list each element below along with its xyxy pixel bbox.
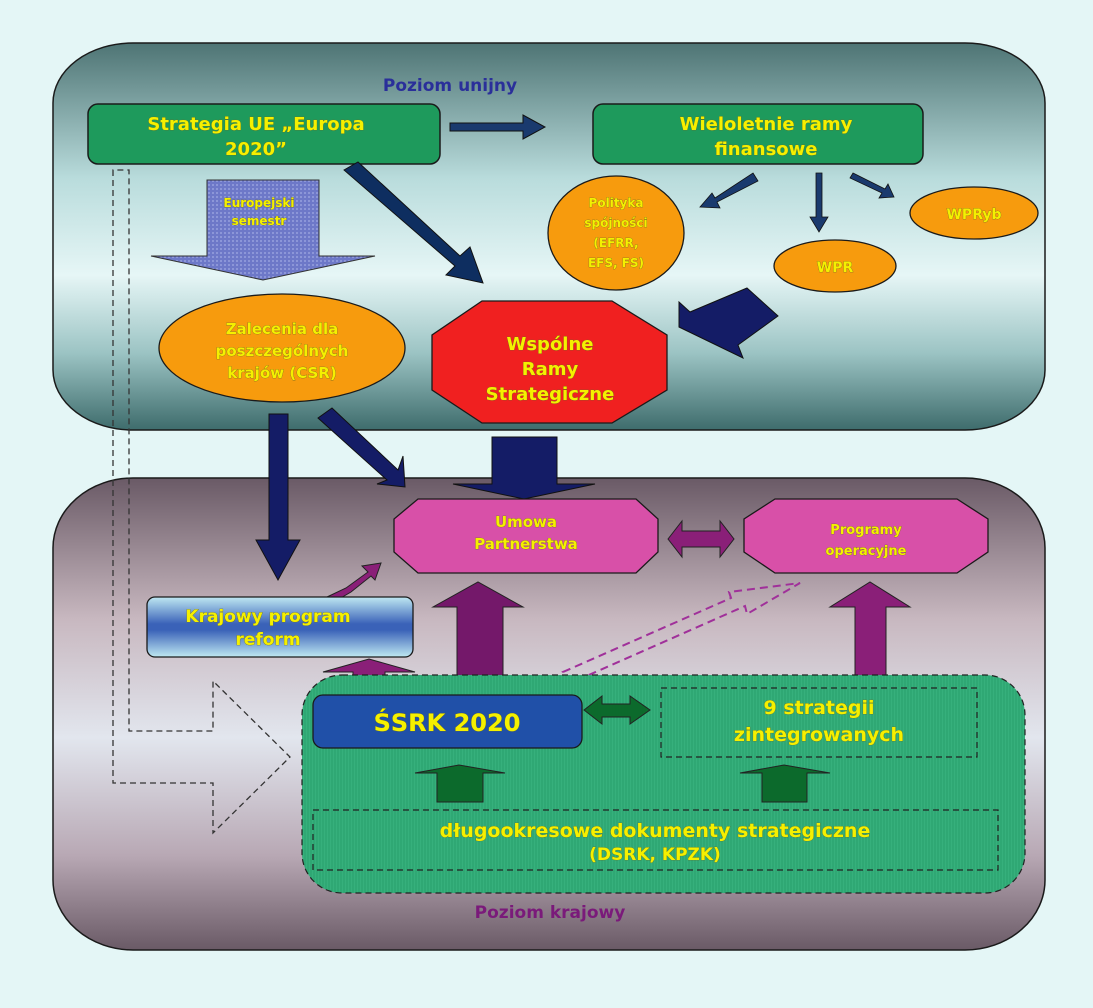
svg-text:Strategia UE „Europa: Strategia UE „Europa xyxy=(147,114,364,135)
arrow-wieloletnie-to-wpryb xyxy=(849,172,895,199)
wpryb-label: WPRyb xyxy=(946,207,1001,223)
krajowy-label-1: Krajowy program xyxy=(185,607,350,627)
svg-text:2020”: 2020” xyxy=(225,139,287,160)
arrow-umowa-programy-bidirectional xyxy=(667,519,735,559)
svg-text:Zalecenia dla: Zalecenia dla xyxy=(226,320,339,338)
strategie-zintegrowane-box xyxy=(660,687,978,758)
wpryb-ellipse xyxy=(909,186,1039,240)
wieloletnie-box xyxy=(592,103,924,165)
arrow-zalecenia-to-umowa xyxy=(317,407,406,488)
polityka-label-3: (EFRR, xyxy=(593,236,638,250)
svg-text:Programy: Programy xyxy=(830,523,902,538)
ssrk-label: ŚSRK 2020 xyxy=(374,707,521,737)
dlugo-label-2: (DSRK, KPZK) xyxy=(589,845,721,865)
polityka-label-4: EFS, FS) xyxy=(588,256,644,270)
dlugookresowe-dokumenty-box xyxy=(312,809,999,871)
polityka-ellipse xyxy=(547,175,685,291)
strategie-label-1: 9 strategii xyxy=(763,697,874,719)
arrow-ssrk-strategie-bidirectional xyxy=(583,694,651,726)
svg-text:poszczególnych: poszczególnych xyxy=(216,342,349,360)
arrow-wspolne-to-umowa xyxy=(452,436,596,500)
wieloletnie-label-2: finansowe xyxy=(714,139,817,160)
wspolne-ramy-octagon xyxy=(431,300,668,424)
strategia-box xyxy=(87,103,441,165)
svg-text:Umowa: Umowa xyxy=(495,513,557,531)
umowa-partnerstwa-octagon xyxy=(393,498,659,574)
programy-label-1: Programy xyxy=(830,523,902,538)
zalecenia-label-2: poszczególnych xyxy=(216,342,349,360)
svg-text:semestr: semestr xyxy=(232,214,287,228)
dashed-feedback-arrow xyxy=(112,169,291,835)
ssrk-2020-box xyxy=(312,694,583,749)
svg-text:Ramy: Ramy xyxy=(522,359,579,380)
eu-level-title: Poziom unijny xyxy=(383,76,517,96)
svg-text:Wieloletnie ramy: Wieloletnie ramy xyxy=(680,114,853,135)
programy-operacyjne-octagon xyxy=(743,498,989,574)
semestr-label-1: Europejski xyxy=(224,196,295,210)
wspolne-label-3: Strategiczne xyxy=(486,384,615,405)
arrow-wieloletnie-to-wpr xyxy=(809,172,829,233)
dashed-arrow-ssrk-to-programy xyxy=(561,582,801,684)
svg-text:Strategiczne: Strategiczne xyxy=(486,384,615,405)
svg-text:(DSRK, KPZK): (DSRK, KPZK) xyxy=(589,845,721,865)
svg-text:spójności: spójności xyxy=(584,216,647,230)
strategie-label-2: zintegrowanych xyxy=(734,724,904,746)
zalecenia-ellipse xyxy=(158,293,406,403)
svg-text:zintegrowanych: zintegrowanych xyxy=(734,724,904,746)
svg-text:Wspólne: Wspólne xyxy=(506,334,593,355)
zalecenia-label-3: krajów (CSR) xyxy=(227,364,336,382)
arrow-strategia-to-wieloletnie xyxy=(449,114,547,140)
svg-text:Partnerstwa: Partnerstwa xyxy=(474,535,578,553)
arrow-strategia-to-wspolne xyxy=(343,161,484,284)
svg-text:Europejski: Europejski xyxy=(224,196,295,210)
zalecenia-label-1: Zalecenia dla xyxy=(226,320,339,338)
krajowy-label-2: reform xyxy=(235,630,300,650)
national-level-title: Poziom krajowy xyxy=(475,903,626,923)
wpr-ellipse xyxy=(773,239,897,293)
programy-label-2: operacyjne xyxy=(826,544,907,559)
wspolne-label-2: Ramy xyxy=(522,359,579,380)
arrow-zalecenia-to-krajowy xyxy=(255,413,301,582)
krajowy-program-reform-box xyxy=(146,596,414,658)
svg-text:operacyjne: operacyjne xyxy=(826,544,907,559)
wieloletnie-label-1: Wieloletnie ramy xyxy=(680,114,853,135)
polityka-label-2: spójności xyxy=(584,216,647,230)
wspolne-label-1: Wspólne xyxy=(506,334,593,355)
umowa-label-2: Partnerstwa xyxy=(474,535,578,553)
strategia-label-2: 2020” xyxy=(225,139,287,160)
svg-text:EFS, FS): EFS, FS) xyxy=(588,256,644,270)
semestr-label-2: semestr xyxy=(232,214,287,228)
svg-text:Polityka: Polityka xyxy=(589,196,644,210)
svg-text:Krajowy program: Krajowy program xyxy=(185,607,350,627)
arrow-funds-to-wspolne xyxy=(678,287,779,360)
europejski-semestr-arrow xyxy=(150,179,376,281)
svg-text:długookresowe dokumenty strate: długookresowe dokumenty strategiczne xyxy=(440,820,871,842)
dlugo-label-1: długookresowe dokumenty strategiczne xyxy=(440,820,871,842)
arrow-dlugo-to-ssrk xyxy=(414,764,506,803)
svg-text:9 strategii: 9 strategii xyxy=(763,697,874,719)
arrow-strategie-to-programy xyxy=(828,581,912,681)
arrow-wieloletnie-to-polityka xyxy=(699,172,759,209)
umowa-label-1: Umowa xyxy=(495,513,557,531)
arrow-ssrk-to-umowa xyxy=(431,581,525,681)
svg-text:reform: reform xyxy=(235,630,300,650)
polityka-label-1: Polityka xyxy=(589,196,644,210)
svg-text:krajów (CSR): krajów (CSR) xyxy=(227,364,336,382)
svg-text:finansowe: finansowe xyxy=(714,139,817,160)
wpr-label: WPR xyxy=(817,260,854,276)
strategia-label-1: Strategia UE „Europa xyxy=(147,114,364,135)
arrow-dlugo-to-strategie xyxy=(739,764,831,803)
svg-text:(EFRR,: (EFRR, xyxy=(593,236,638,250)
